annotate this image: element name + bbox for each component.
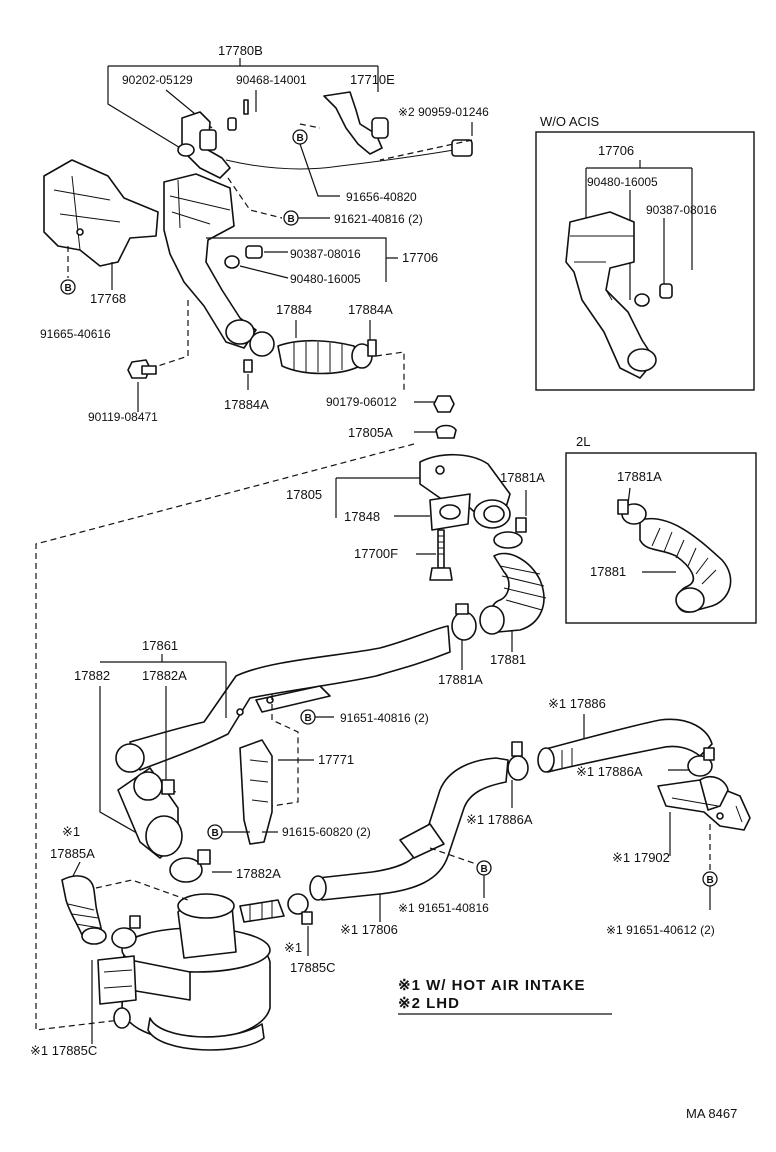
label-17805A: 17805A	[348, 425, 393, 440]
hose-17882: 17882A	[117, 767, 281, 883]
label-17881-inset: 17881	[590, 564, 626, 579]
inset-hose-end	[675, 587, 705, 613]
label-90480-16005: 90480-16005	[290, 272, 361, 286]
label-17885C: 17885C	[290, 960, 336, 975]
label-90202-05129: 90202-05129	[122, 73, 193, 87]
label-17902: ※1 17902	[612, 850, 670, 865]
bolt-symbol: B	[288, 214, 295, 225]
label-17881A-inset: 17881A	[617, 469, 662, 484]
label-17706: 17706	[402, 250, 438, 265]
hot-air-pipe-17806: ※1 17806 ※1 17886A B ※1 91651-40816	[309, 741, 533, 937]
label-17710E: 17710E	[350, 72, 395, 87]
label-17780B: 17780B	[218, 43, 263, 58]
bolt-symbol: B	[65, 283, 72, 294]
intake-housing-17706: 90387-08016 90480-16005 17706	[163, 173, 438, 349]
label-90468-14001: 90468-14001	[236, 73, 307, 87]
connector-90959	[451, 139, 473, 157]
label-17882A-top: 17882A	[142, 668, 187, 683]
dashed-link-left	[35, 443, 415, 1031]
inset-wo-acis: W/O ACIS 17706 90480-16005 90387-08016	[535, 114, 755, 391]
label-17805: 17805	[286, 487, 322, 502]
inset-wo-acis-title: W/O ACIS	[540, 114, 600, 129]
label-17884: 17884	[276, 302, 312, 317]
bolt-91656: B 91656-40820	[292, 129, 417, 204]
label-17886: ※1 17886	[548, 696, 606, 711]
label-91656-40820: 91656-40820	[346, 190, 417, 204]
bolt-90119: 90119-08471	[88, 300, 189, 424]
label-91651-40816: ※1 91651-40816	[398, 901, 489, 915]
bracket-17771: 17771 B 91651-40816 (2) B 91615-60820 (2…	[207, 694, 429, 845]
hose-17884: 17884 17884A 17884A	[224, 302, 405, 412]
label-90179-06012: 90179-06012	[326, 395, 397, 409]
label-17700F: 17700F	[354, 546, 398, 561]
stud-17700F: 17700F	[354, 529, 453, 581]
label-17706-inset: 17706	[598, 143, 634, 158]
label-90480-16005-inset: 90480-16005	[587, 175, 658, 189]
duct-17886: ※1 17886 ※1 17886A	[537, 696, 715, 779]
legend-notes: ※1 W/ HOT AIR INTAKE ※2 LHD	[398, 977, 612, 1015]
bolt-symbol: B	[305, 713, 312, 724]
inset-2l: 2L 17881A 17881	[565, 434, 757, 624]
resonator-17805: 17805 17848	[286, 453, 511, 531]
clamp-17881A-top: 17881A	[493, 470, 545, 549]
label-17885C-mark: ※1	[284, 940, 302, 955]
label-17886A-mid: ※1 17886A	[576, 764, 643, 779]
label-17885A: 17885A	[50, 846, 95, 861]
label-91621-40816: 91621-40816 (2)	[334, 212, 423, 226]
label-91665-40616: 91665-40616	[40, 327, 111, 341]
inset-housing-outlet	[627, 348, 657, 372]
label-17881: 17881	[490, 652, 526, 667]
hose-17881: 17881 17881A	[438, 552, 547, 687]
label-17885A-mark: ※1	[62, 824, 80, 839]
label-90387-08016-inset: 90387-08016	[646, 203, 717, 217]
label-90119-08471: 90119-08471	[88, 410, 158, 424]
label-17861: 17861	[142, 638, 178, 653]
label-17771: 17771	[318, 752, 354, 767]
bolt-symbol: B	[707, 875, 714, 886]
label-17882: 17882	[74, 668, 110, 683]
label-17881A-bottom: 17881A	[438, 672, 483, 687]
label-91615-60820: 91615-60820 (2)	[282, 825, 371, 839]
label-17884A-top: 17884A	[348, 302, 393, 317]
vsv-bracket-assembly	[177, 91, 473, 179]
bolt-symbol: B	[297, 133, 304, 144]
inset-clamp-screw	[617, 499, 629, 515]
hose-17885C: ※1 17885C	[239, 893, 336, 975]
label-17848: 17848	[344, 509, 380, 524]
label-17806: ※1 17806	[340, 922, 398, 937]
label-17885C-left: ※1 17885C	[30, 1043, 97, 1058]
label-17768: 17768	[90, 291, 126, 306]
bolt-symbol: B	[481, 864, 488, 875]
label-17882A-bottom: 17882A	[236, 866, 281, 881]
note-hot-air-intake: ※1 W/ HOT AIR INTAKE	[398, 977, 586, 994]
callout-17780B: 17780B 90202-05129 90468-14001 17710E ※2…	[107, 43, 489, 161]
note-lhd: ※2 LHD	[398, 995, 460, 1012]
figure-code: MA 8467	[686, 1106, 737, 1121]
inset-plug	[659, 283, 673, 299]
heat-shield-17768: B 17768 91665-40616	[40, 159, 159, 341]
label-17881A-top: 17881A	[500, 470, 545, 485]
label-90387-08016: 90387-08016	[290, 247, 361, 261]
label-17886A-top: ※1 17886A	[466, 812, 533, 827]
inset-2l-title: 2L	[576, 434, 590, 449]
air-cleaner	[97, 893, 271, 1051]
pipe-17861: 17861 17882 17882A	[74, 625, 451, 837]
heat-stove-17902: ※1 17902 B ※1 91651-40612 (2)	[606, 775, 751, 937]
label-91651-40612: ※1 91651-40612 (2)	[606, 923, 715, 937]
bolt-symbol: B	[212, 828, 219, 839]
label-90959-01246: ※2 90959-01246	[398, 105, 489, 119]
label-91651-40816-2: 91651-40816 (2)	[340, 711, 429, 725]
label-17884A-bottom: 17884A	[224, 397, 269, 412]
inset-grommet	[634, 293, 650, 307]
bolt-91621: B 91621-40816 (2)	[227, 177, 423, 226]
nuts-90179-17805A: 90179-06012 17805A	[326, 395, 457, 440]
hose-17885A: ※1 17885A ※1 17885C	[30, 824, 189, 1058]
